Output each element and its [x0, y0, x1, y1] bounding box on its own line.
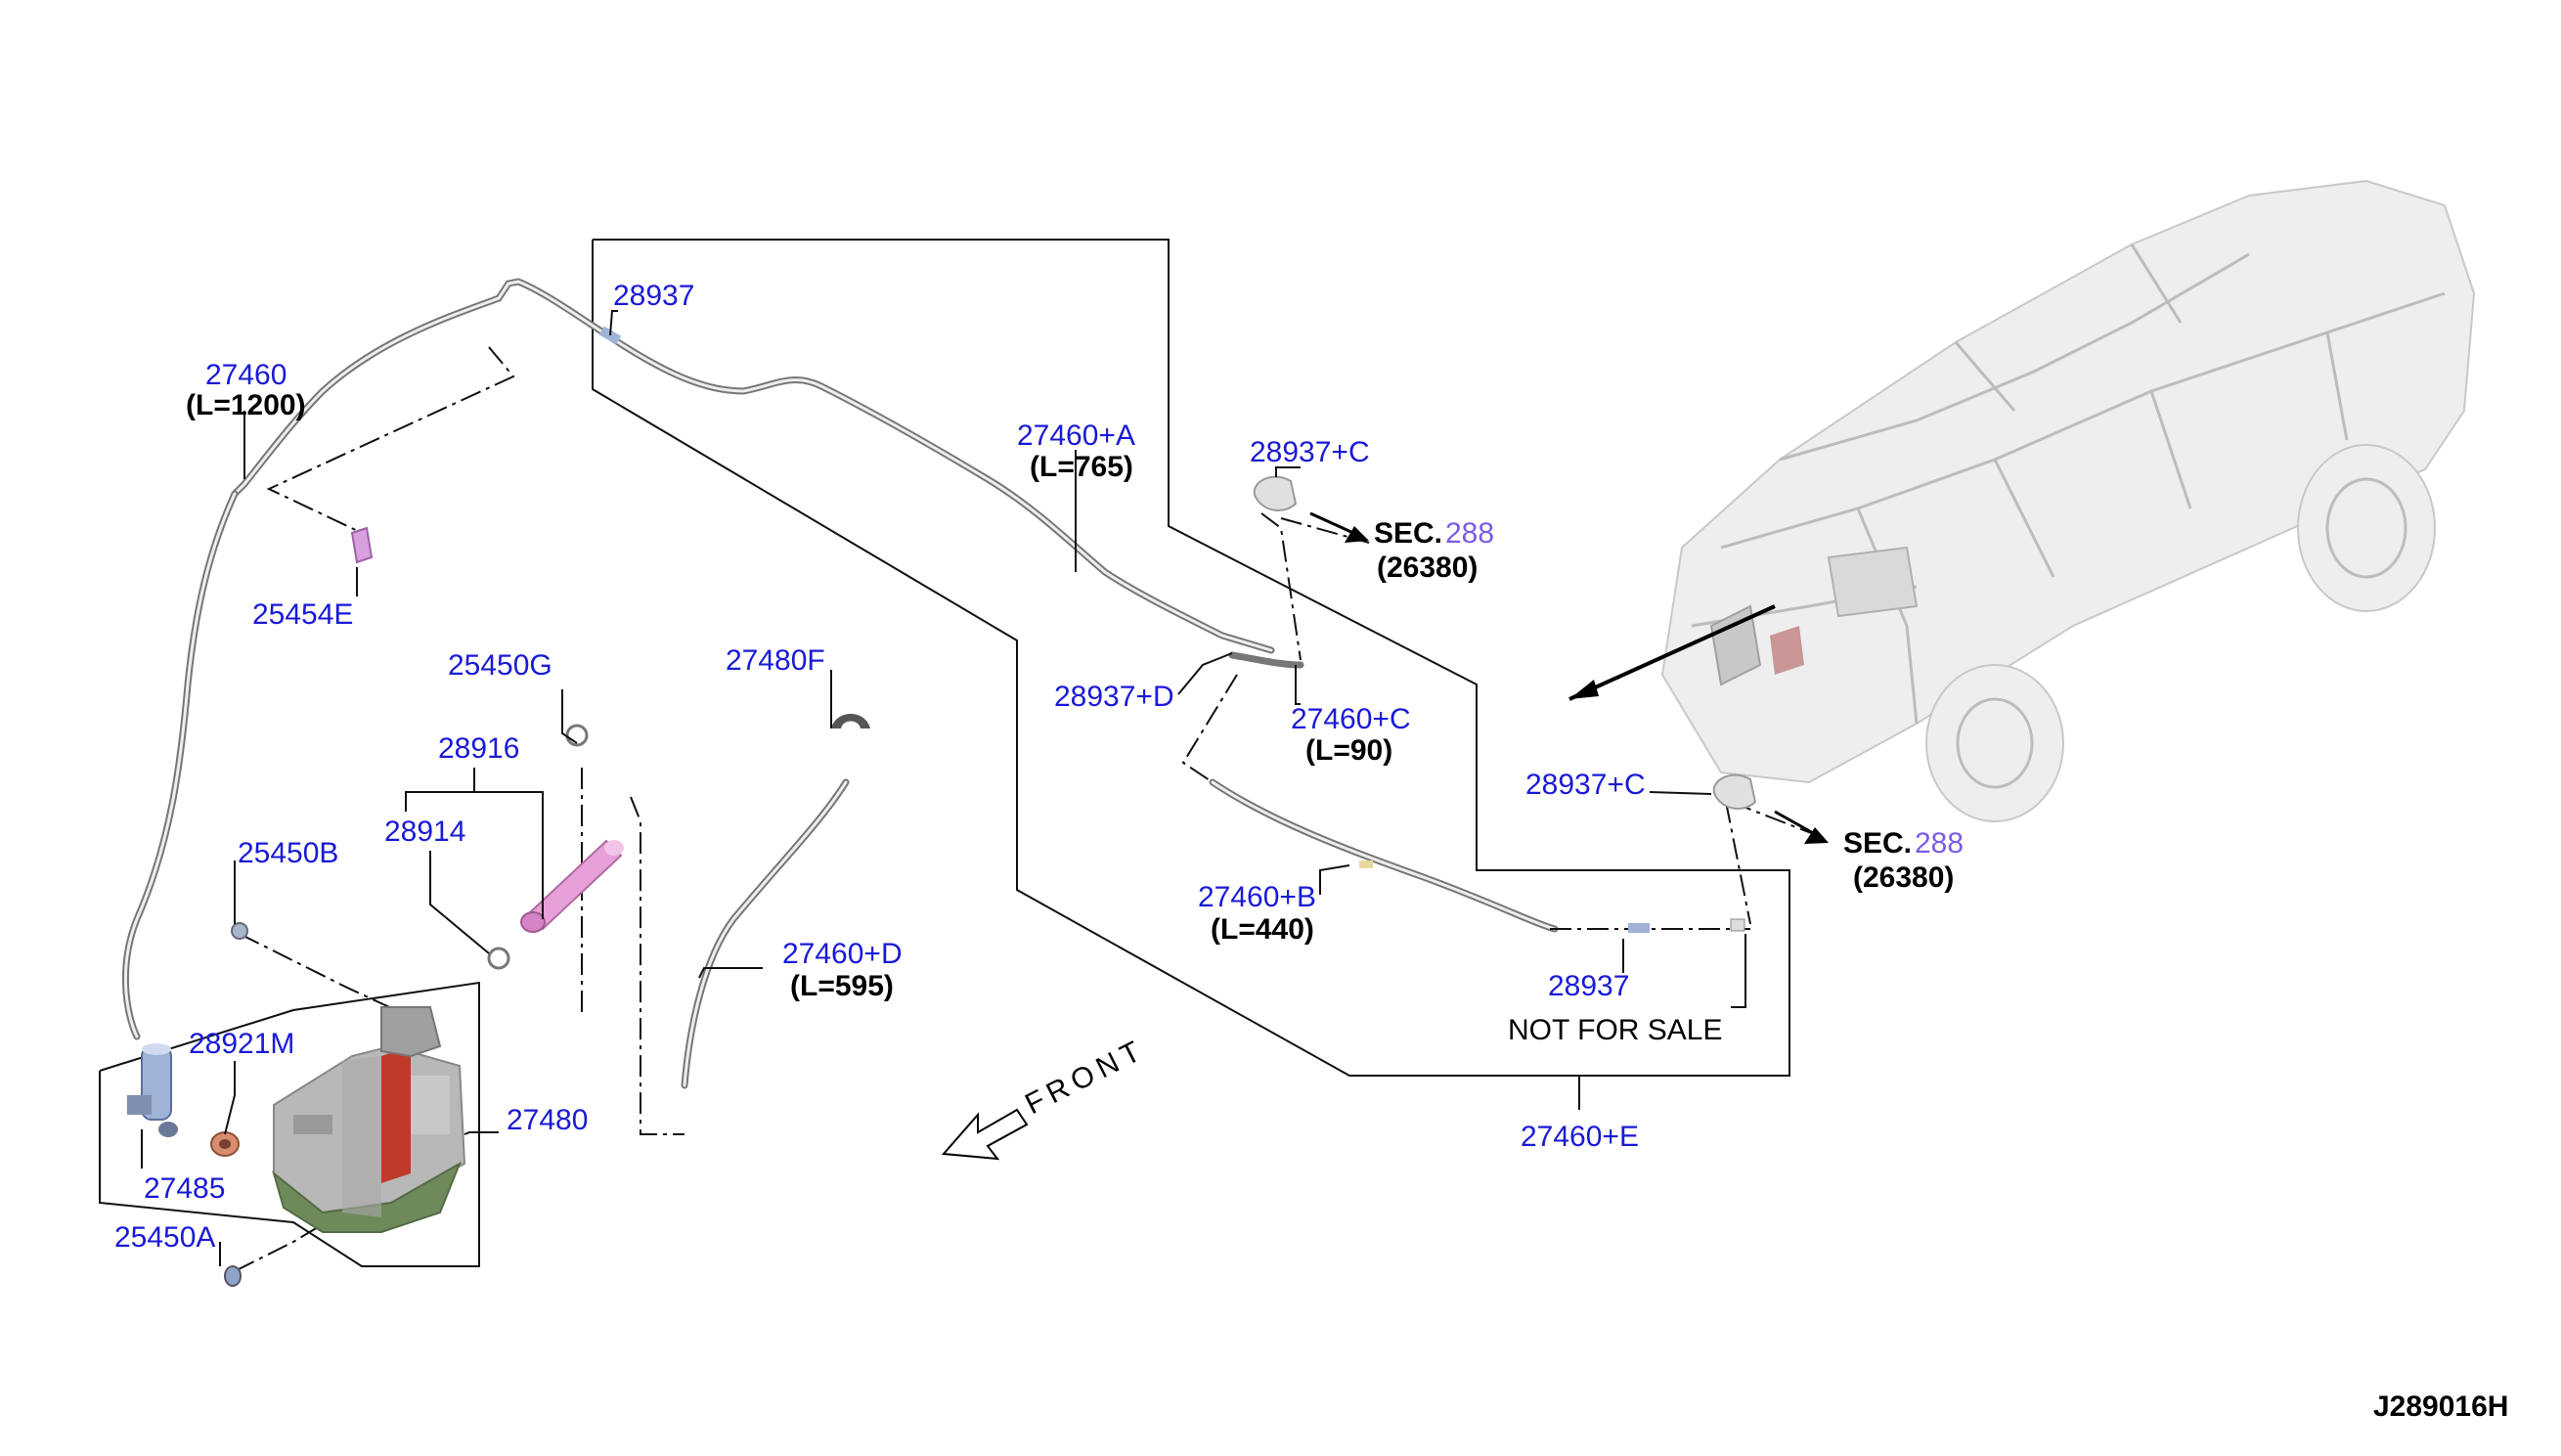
front-arrow-icon [941, 1108, 1029, 1161]
label-27460-c: 27460+C [1291, 703, 1411, 735]
sec-prefix-top: SEC. [1374, 517, 1442, 550]
label-28914: 28914 [384, 816, 465, 848]
label-27460-d: 27460+D [782, 938, 903, 970]
vehicle-illustration [1568, 179, 2476, 822]
label-27460-e: 27460+E [1521, 1121, 1639, 1153]
sec-number-top: 288 [1445, 517, 1494, 550]
label-25450g: 25450G [448, 649, 552, 682]
vehicle-arrow-icon [1569, 680, 1599, 699]
label-27460: 27460 [205, 359, 287, 391]
sec-ref-right: (26380) [1853, 861, 1954, 894]
label-28921m: 28921M [189, 1028, 294, 1060]
section-arrow-icon [1309, 511, 1829, 844]
sec-ref-top: (26380) [1377, 552, 1478, 584]
label-28937-d: 28937+D [1054, 681, 1174, 713]
label-27480: 27480 [507, 1104, 588, 1136]
label-27480f: 27480F [726, 644, 825, 677]
hose-connector-icon [598, 326, 1745, 933]
label-28937-top: 28937 [613, 280, 694, 312]
filler-pipe-icon [520, 839, 624, 933]
washer-tank-icon [272, 1006, 466, 1233]
sec-number-right: 288 [1915, 827, 1964, 860]
length-27460-c: (L=90) [1305, 734, 1392, 767]
washer-nozzle-icon [1253, 475, 1757, 810]
leader-lines [141, 310, 1746, 1266]
front-label: FRONT [1020, 1033, 1151, 1121]
length-27460-a: (L=765) [1030, 451, 1133, 483]
label-28916: 28916 [438, 732, 519, 765]
washer-pump-icon [127, 1043, 178, 1137]
length-27460-b: (L=440) [1211, 913, 1314, 946]
not-for-sale-label: NOT FOR SALE [1508, 1014, 1723, 1046]
label-28937-c-top: 28937+C [1250, 436, 1370, 468]
label-27485: 27485 [144, 1172, 225, 1205]
label-25450b: 25450B [238, 837, 338, 869]
diagram-code: J289016H [2373, 1390, 2508, 1423]
label-28937-bottom: 28937 [1548, 970, 1629, 1002]
length-27460-d: (L=595) [790, 970, 894, 1002]
length-27460: (L=1200) [186, 389, 306, 421]
label-25454e: 25454E [252, 598, 353, 631]
tank-assembly-frame [99, 981, 480, 1267]
label-28937-c-right: 28937+C [1525, 769, 1646, 801]
label-27460-b: 27460+B [1198, 881, 1316, 913]
assembly-frame [592, 239, 1790, 1077]
grommet-icon [210, 1131, 240, 1157]
sec-prefix-right: SEC. [1843, 827, 1912, 860]
label-25450a: 25450A [114, 1221, 215, 1254]
label-27460-a: 27460+A [1017, 419, 1135, 452]
